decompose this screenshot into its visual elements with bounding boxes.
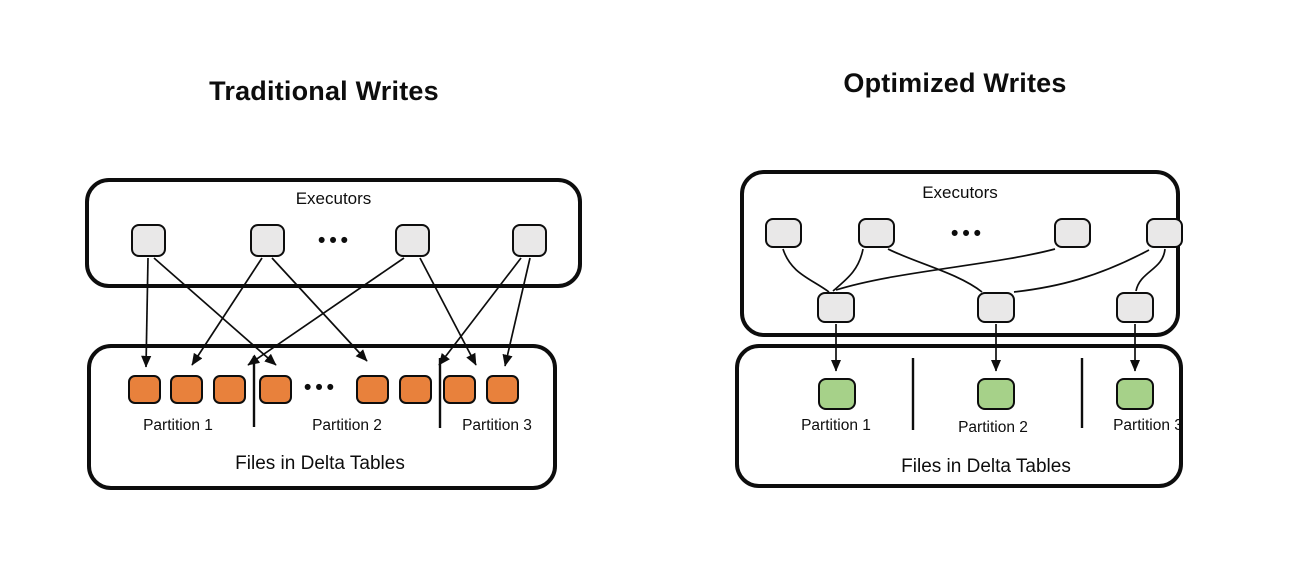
right-file-1 <box>818 378 856 410</box>
right-partition-1-label: Partition 1 <box>801 417 871 434</box>
left-file-1 <box>128 375 161 404</box>
right-executor-node-3 <box>1054 218 1091 248</box>
right-partition-3-label: Partition 3 <box>1113 417 1183 434</box>
left-file-8 <box>486 375 519 404</box>
left-executor-node-1 <box>131 224 166 257</box>
right-executor-node-1 <box>765 218 802 248</box>
right-executor-node-4 <box>1146 218 1183 248</box>
left-partition-2-label: Partition 2 <box>312 417 382 434</box>
left-executor-node-3 <box>395 224 430 257</box>
left-file-3 <box>213 375 246 404</box>
right-files-box <box>735 344 1183 488</box>
left-files-ellipsis-icon: ••• <box>303 376 339 399</box>
left-files-label: Files in Delta Tables <box>235 453 405 474</box>
left-file-5 <box>356 375 389 404</box>
right-title: Optimized Writes <box>843 68 1067 98</box>
right-partition-2-label: Partition 2 <box>958 419 1028 436</box>
left-executors-label: Executors <box>295 189 372 208</box>
right-files-label: Files in Delta Tables <box>901 456 1071 477</box>
left-file-2 <box>170 375 203 404</box>
right-executors-ellipsis-icon: ••• <box>950 222 986 245</box>
left-file-7 <box>443 375 476 404</box>
left-partition-3-label: Partition 3 <box>462 417 532 434</box>
left-executor-node-4 <box>512 224 547 257</box>
left-executor-node-2 <box>250 224 285 257</box>
right-executors-label: Executors <box>922 183 998 202</box>
left-partition-1-label: Partition 1 <box>143 417 213 434</box>
right-shuffle-node-2 <box>977 292 1015 323</box>
left-file-4 <box>259 375 292 404</box>
right-shuffle-node-1 <box>817 292 855 323</box>
left-file-6 <box>399 375 432 404</box>
right-shuffle-node-3 <box>1116 292 1154 323</box>
right-executor-node-2 <box>858 218 895 248</box>
left-executors-ellipsis-icon: ••• <box>317 229 353 252</box>
right-file-3 <box>1116 378 1154 410</box>
left-title: Traditional Writes <box>209 76 439 106</box>
left-files-box <box>87 344 557 490</box>
right-file-2 <box>977 378 1015 410</box>
